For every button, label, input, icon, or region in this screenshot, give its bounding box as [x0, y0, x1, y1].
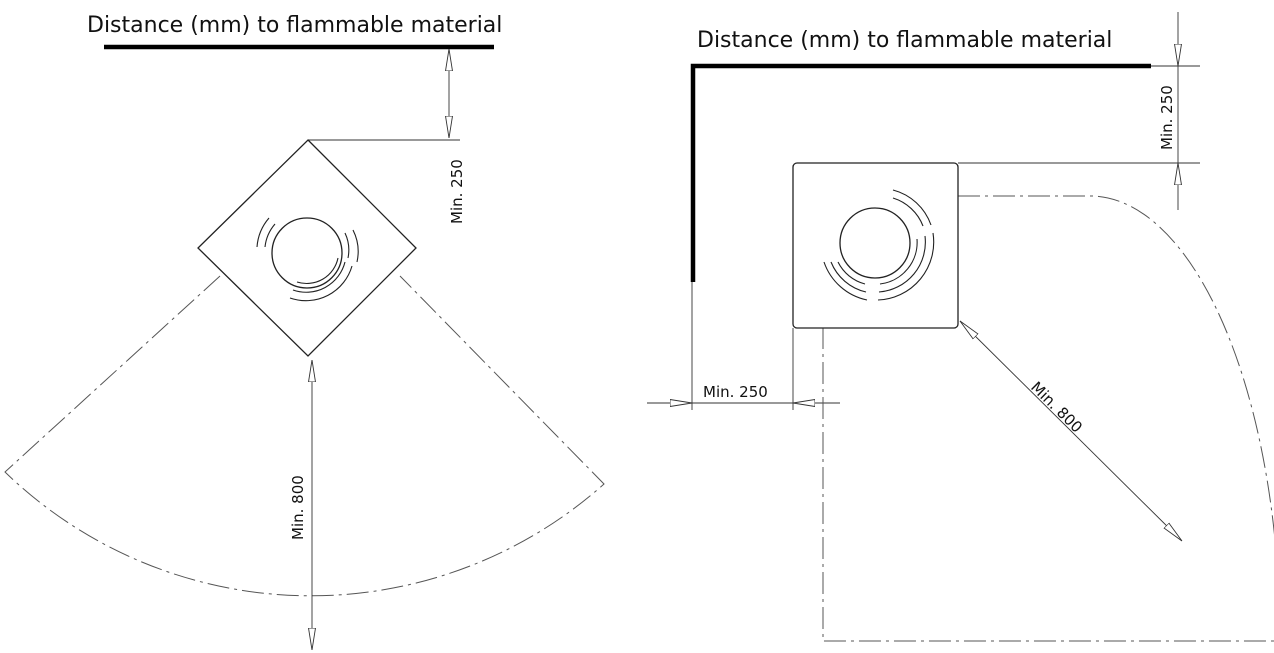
left-diagram-title: Distance (mm) to flammable material [87, 13, 502, 38]
right-clearance-zone [822, 195, 1274, 642]
right-diagram-title: Distance (mm) to flammable material [697, 28, 1112, 53]
right-diagram: Distance (mm) to flammable material Min.… [647, 12, 1274, 642]
left-flue-outlet [271, 217, 343, 289]
right-flue-outlet [839, 207, 911, 279]
right-side-dimension-label: Min. 250 [703, 383, 768, 401]
left-stove-top [256, 217, 359, 302]
right-front-dimension-line [960, 321, 1182, 541]
right-top-dimension-label: Min. 250 [1158, 85, 1176, 150]
left-front-dimension-label: Min. 800 [289, 475, 307, 540]
right-front-dimension-label: Min. 800 [1027, 378, 1086, 436]
right-stove-top [823, 189, 935, 301]
left-clearance-zone [4, 275, 605, 597]
left-diagram: Distance (mm) to flammable material Min.… [4, 13, 605, 650]
left-vent-slots [256, 217, 359, 302]
left-top-dimension-label: Min. 250 [448, 159, 466, 224]
right-flammable-wall-corner [690, 63, 1151, 282]
right-vent-slots [823, 189, 935, 301]
